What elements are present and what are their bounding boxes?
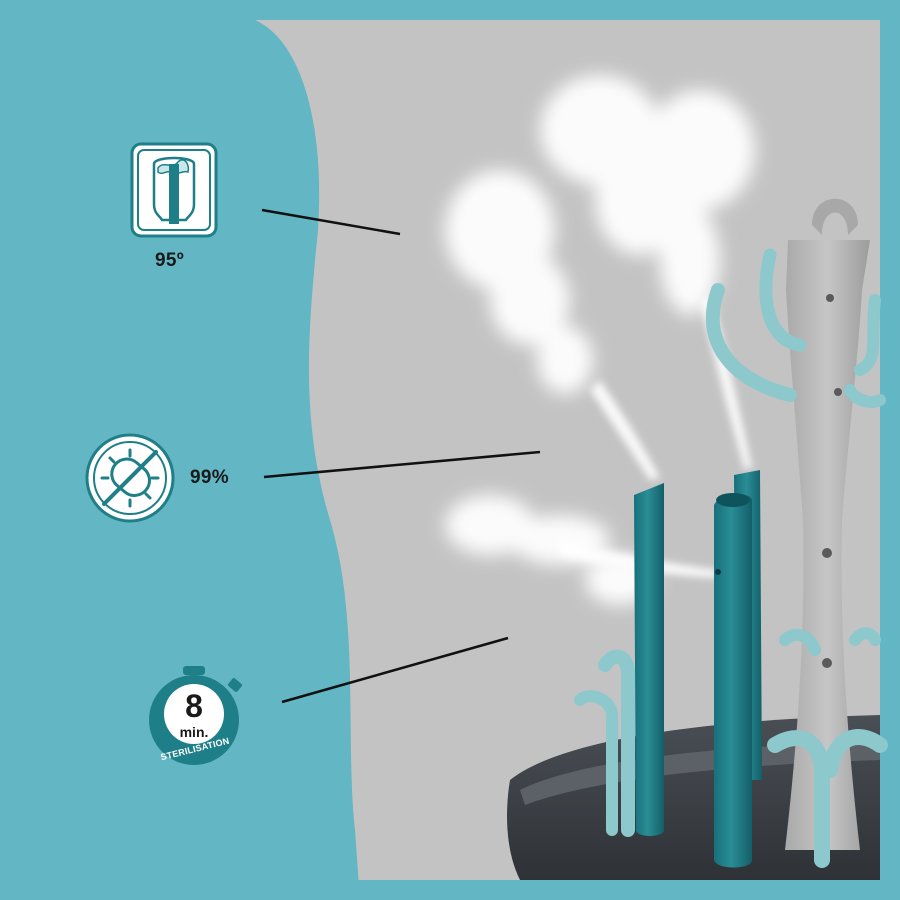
bottle-steam-icon	[130, 142, 218, 238]
pointer-lines	[261, 208, 541, 704]
no-germs-icon	[84, 432, 176, 524]
bottle-hooks	[574, 248, 888, 868]
germ-reduction-label: 99%	[190, 467, 229, 488]
timer-unit: min.	[179, 724, 209, 740]
temperature-label: 95º	[155, 250, 184, 271]
steam-tubes	[634, 470, 762, 868]
teal-wave-panel	[0, 0, 360, 900]
stopwatch-icon: 8 min. STERILISATION	[145, 660, 245, 770]
timer-number: 8	[185, 688, 203, 724]
